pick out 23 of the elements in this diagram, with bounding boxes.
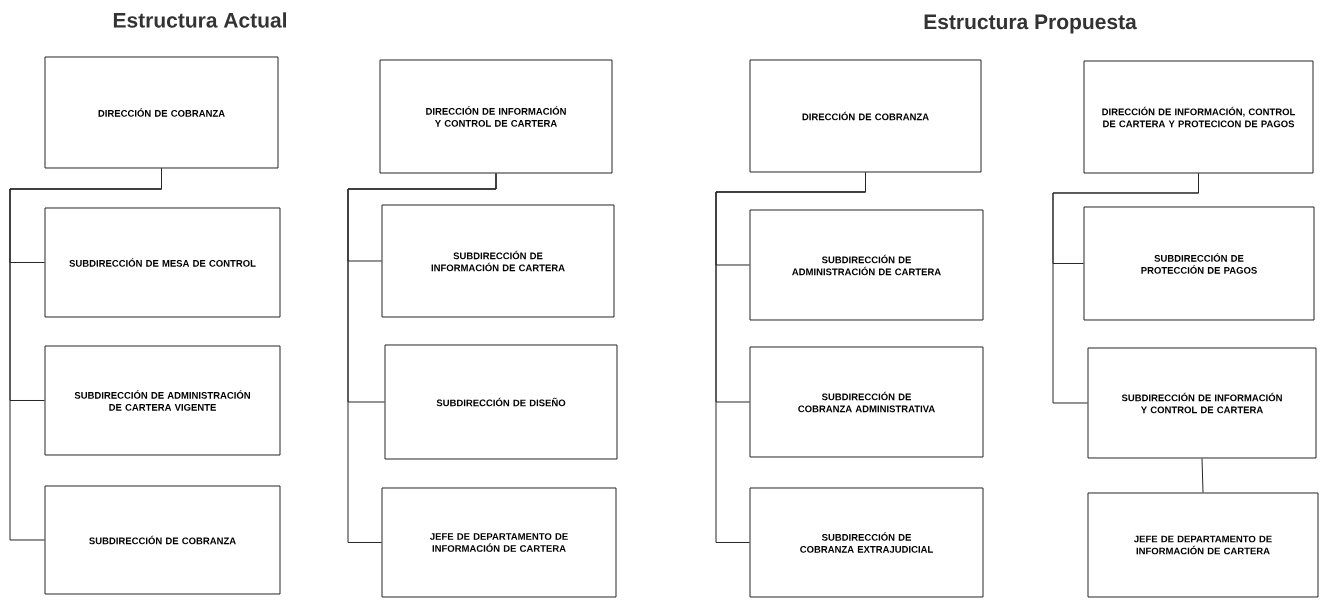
org-box: SUBDIRECCIÓN DE COBRANZA	[44, 485, 281, 595]
org-box: DIRECCIÓN DE INFORMACIÓN, CONTROL DE CARTERA Y PROTECICON DE PAGOS	[1083, 60, 1314, 174]
connector-line	[9, 168, 162, 541]
org-box: SUBDIRECCIÓN DE COBRANZA ADMINISTRATIVA	[749, 346, 984, 458]
org-box: JEFE DE DEPARTAMENTO DE INFORMACIÓN DE CARTERA	[1087, 492, 1319, 598]
org-box: SUBDIRECCIÓN DE INFORMACIÓN DE CARTERA	[381, 204, 615, 318]
org-box: SUBDIRECCIÓN DE DISEÑO	[384, 344, 618, 460]
org-box: DIRECCIÓN DE COBRANZA	[44, 56, 279, 169]
org-box: DIRECCIÓN DE COBRANZA	[749, 59, 982, 173]
org-box: SUBDIRECCIÓN DE ADMINISTRACIÓN DE CARTERA	[749, 209, 984, 321]
section-title: Estructura Actual	[113, 12, 286, 28]
connector-line	[347, 173, 497, 543]
connector-line	[715, 172, 866, 543]
org-box: SUBDIRECCIÓN DE MESA DE CONTROL	[44, 207, 281, 318]
org-box: DIRECCIÓN DE INFORMACIÓN Y CONTROL DE CARTERA	[379, 59, 613, 174]
section-title: Estructura Propuesta	[924, 14, 1137, 34]
org-box: SUBDIRECCIÓN DE COBRANZA EXTRAJUDICIAL	[749, 487, 984, 598]
connector-line	[1201, 458, 1204, 493]
org-box: SUBDIRECCIÓN DE ADMINISTRACIÓN DE CARTERA VIGENTE	[44, 345, 281, 456]
connector-line	[1052, 173, 1199, 404]
org-box: SUBDIRECCIÓN DE INFORMACIÓN Y CONTROL DE CARTERA	[1087, 347, 1317, 459]
org-box: SUBDIRECCIÓN DE PROTECCIÓN DE PAGOS	[1083, 206, 1315, 321]
org-box: JEFE DE DEPARTAMENTO DE INFORMACIÓN DE CARTERA	[381, 487, 617, 598]
